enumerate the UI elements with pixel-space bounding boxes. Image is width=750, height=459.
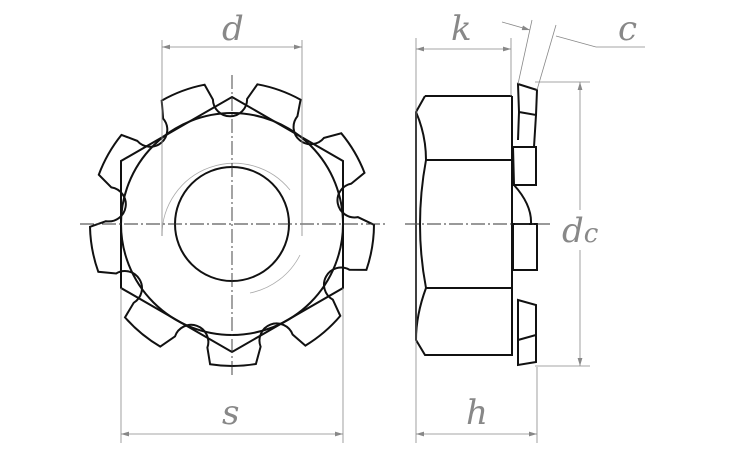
label-d: d bbox=[222, 9, 244, 49]
thread-arc bbox=[249, 254, 301, 294]
label-k: k bbox=[451, 9, 472, 49]
label-h: h bbox=[466, 393, 488, 433]
dimension-c bbox=[555, 35, 597, 48]
label-s: s bbox=[222, 393, 239, 433]
dimension-c bbox=[501, 21, 531, 31]
washer-side bbox=[511, 82, 539, 367]
extension-line bbox=[536, 24, 557, 91]
front-view: d s bbox=[80, 9, 385, 443]
side-view: k h c dc bbox=[405, 9, 645, 443]
thread-arc bbox=[161, 162, 291, 237]
label-c: c bbox=[618, 9, 637, 49]
extension-line bbox=[517, 19, 533, 85]
label-dc: dc bbox=[562, 211, 599, 251]
hex-side bbox=[415, 95, 513, 356]
